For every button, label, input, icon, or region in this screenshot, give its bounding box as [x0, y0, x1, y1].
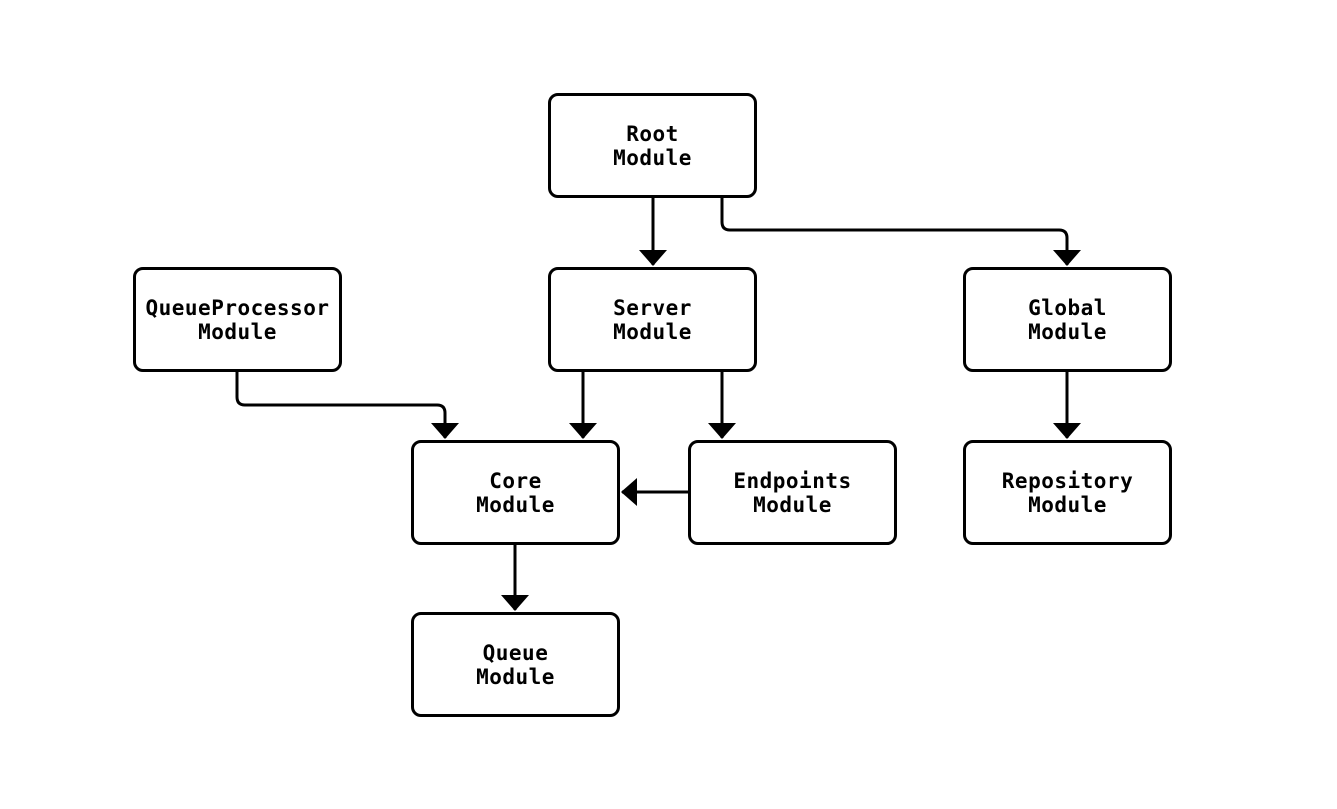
node-core-module: Core Module	[411, 440, 620, 545]
node-endpoints-module-label: Endpoints Module	[733, 468, 852, 517]
node-core-module-label: Core Module	[476, 468, 555, 517]
node-queue-module: Queue Module	[411, 612, 620, 717]
node-repository-module-label: Repository Module	[1001, 468, 1134, 517]
node-root-module-label: Root Module	[613, 121, 692, 170]
node-global-module-label: Global Module	[1028, 295, 1107, 344]
node-server-module-label: Server Module	[613, 295, 692, 344]
edge-queueprocessor-to-core	[235, 372, 459, 439]
node-queueprocessor-module: QueueProcessor Module	[133, 267, 342, 372]
node-root-module: Root Module	[548, 93, 757, 198]
node-endpoints-module: Endpoints Module	[688, 440, 897, 545]
node-global-module: Global Module	[963, 267, 1172, 372]
node-queue-module-label: Queue Module	[476, 640, 555, 689]
edge-root-to-global	[720, 198, 1081, 266]
node-queueprocessor-module-label: QueueProcessor Module	[145, 295, 330, 344]
node-repository-module: Repository Module	[963, 440, 1172, 545]
node-server-module: Server Module	[548, 267, 757, 372]
